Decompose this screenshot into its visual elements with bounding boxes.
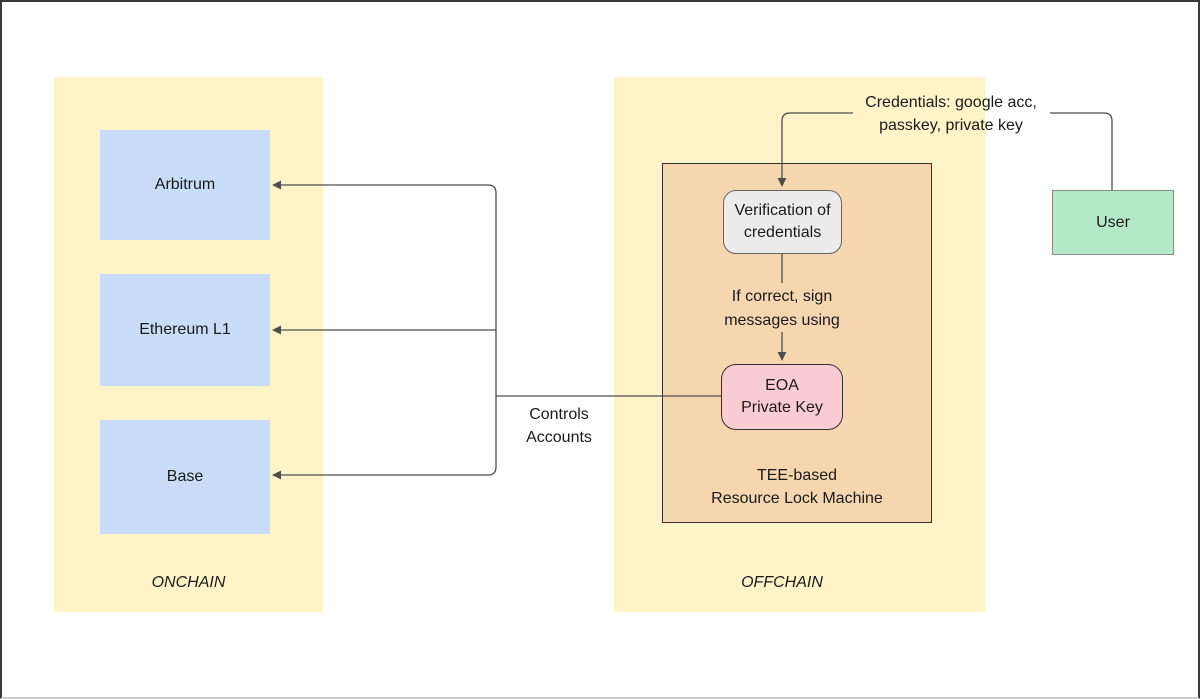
edge-label-if-correct-sign: If correct, sign messages using bbox=[692, 285, 872, 333]
node-user: User bbox=[1052, 190, 1174, 255]
node-arbitrum-label: Arbitrum bbox=[154, 176, 216, 193]
tee-label-line2: Resource Lock Machine bbox=[711, 490, 883, 507]
sign-label-line2: messages using bbox=[724, 312, 840, 329]
node-ethereum-l1: Ethereum L1 bbox=[100, 274, 270, 386]
tee-label-line1: TEE-based bbox=[756, 467, 838, 484]
onchain-zone-label: ONCHAIN bbox=[151, 574, 226, 591]
node-verification: Verification of credentials bbox=[723, 190, 842, 254]
sign-label-line1: If correct, sign bbox=[731, 288, 833, 305]
node-base-label: Base bbox=[166, 468, 204, 485]
node-verification-label-line2: credentials bbox=[743, 224, 822, 241]
node-ethereum-l1-label: Ethereum L1 bbox=[139, 321, 231, 338]
node-base: Base bbox=[100, 420, 270, 534]
credentials-label-line1: Credentials: google acc, bbox=[865, 94, 1037, 111]
node-arbitrum: Arbitrum bbox=[100, 130, 270, 240]
edge-label-credentials: Credentials: google acc, passkey, privat… bbox=[831, 91, 1071, 137]
tee-container-label: TEE-based Resource Lock Machine bbox=[662, 464, 932, 510]
node-eoa-label-line1: EOA bbox=[765, 377, 799, 394]
controls-label-line2: Accounts bbox=[526, 429, 592, 446]
node-eoa-label-line2: Private Key bbox=[741, 399, 823, 416]
edge-label-controls-accounts: Controls Accounts bbox=[499, 403, 619, 449]
controls-label-line1: Controls bbox=[529, 406, 589, 423]
node-eoa-private-key: EOA Private Key bbox=[721, 364, 843, 430]
node-verification-label-line1: Verification of bbox=[734, 202, 831, 219]
offchain-zone-label: OFFCHAIN bbox=[741, 574, 823, 591]
credentials-label-line2: passkey, private key bbox=[879, 117, 1023, 134]
node-user-label: User bbox=[1096, 213, 1130, 231]
